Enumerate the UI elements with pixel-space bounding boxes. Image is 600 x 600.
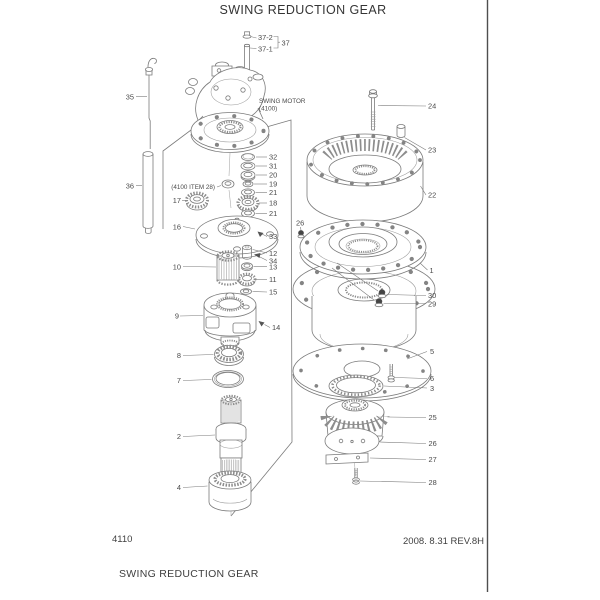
part-12-pin xyxy=(242,244,252,260)
note-swing-motor-1: SWING MOTOR xyxy=(259,98,306,105)
part-30-29-bolts xyxy=(331,262,387,308)
callout-25: 25 xyxy=(429,413,437,422)
part-6-bolt xyxy=(387,364,395,383)
leader-lines xyxy=(136,36,428,488)
part-13-collar xyxy=(241,262,253,272)
callout-30: 30 xyxy=(428,291,436,300)
part-4-hub xyxy=(208,470,252,512)
callout-28: 28 xyxy=(429,478,437,487)
callout-32: 32 xyxy=(269,153,277,162)
callout-23: 23 xyxy=(428,146,436,155)
callout-37-2: 37-2 xyxy=(258,33,273,42)
part-35-hook-rod xyxy=(144,57,157,149)
callout-11: 11 xyxy=(269,275,277,284)
callout-36: 36 xyxy=(126,182,134,191)
part-17-gear xyxy=(185,191,209,211)
part-7-ring xyxy=(212,370,244,388)
callout-21b: 21 xyxy=(269,209,277,218)
callout-35: 35 xyxy=(126,93,134,102)
part-18-gear xyxy=(236,194,260,212)
callout-37: 37 xyxy=(282,39,290,48)
part-28-bolt xyxy=(352,468,360,485)
part-5-plate xyxy=(292,343,432,402)
callout-21a: 21 xyxy=(269,188,277,197)
note-swing-motor-2: (4100) xyxy=(259,106,277,113)
callouts: 37-2 37-1 37 35 36 SWING MOTOR (4100) (4… xyxy=(126,33,437,492)
part-22-ring-gear xyxy=(306,133,424,223)
motor-base-flange xyxy=(190,112,270,153)
part-3-seal-ring xyxy=(328,374,384,398)
part-36-pipe xyxy=(142,151,154,234)
callout-22: 22 xyxy=(428,191,436,200)
callout-13: 13 xyxy=(269,263,277,272)
callout-29: 29 xyxy=(428,300,436,309)
callout-15: 15 xyxy=(269,288,277,297)
note-item28: (4100 ITEM 28) xyxy=(171,184,215,191)
part-16-flange xyxy=(195,215,279,259)
callout-17: 17 xyxy=(173,196,181,205)
callout-18: 18 xyxy=(269,199,277,208)
part-32-ring xyxy=(241,153,255,161)
callout-1: 1 xyxy=(430,266,434,275)
part-11-gear xyxy=(237,272,257,287)
part-20-ring xyxy=(240,170,256,182)
part-26-plate xyxy=(324,427,380,455)
callout-37-1: 37-1 xyxy=(258,45,273,54)
doc-number: 4110 xyxy=(112,534,133,545)
callout-19: 19 xyxy=(269,180,277,189)
callout-14: 14 xyxy=(272,323,280,332)
callout-24: 24 xyxy=(428,102,436,111)
callout-16: 16 xyxy=(173,223,181,232)
part-9-carrier xyxy=(203,292,257,348)
callout-5: 5 xyxy=(430,347,434,356)
callout-27: 27 xyxy=(429,455,437,464)
swing-motor xyxy=(185,61,266,124)
callout-26a: 26 xyxy=(296,219,304,228)
callout-9: 9 xyxy=(175,312,179,321)
callout-6: 6 xyxy=(430,374,434,383)
callout-10: 10 xyxy=(173,263,181,272)
callout-31: 31 xyxy=(269,162,277,171)
page-title: SWING REDUCTION GEAR xyxy=(219,3,387,17)
callout-33: 33 xyxy=(269,232,277,241)
callout-26b: 26 xyxy=(429,439,437,448)
part-item28-ring xyxy=(221,179,235,189)
part-24-bolt xyxy=(368,89,378,131)
part-8-bearing xyxy=(214,344,244,366)
callout-12: 12 xyxy=(269,249,277,258)
part-21-ring-lower xyxy=(241,209,255,218)
part-23-plug xyxy=(396,124,406,138)
callout-20: 20 xyxy=(269,171,277,180)
callout-34: 34 xyxy=(269,257,277,266)
callout-7: 7 xyxy=(177,376,181,385)
part-27-stopper-plate xyxy=(325,452,369,465)
part-10-coupling xyxy=(216,250,240,286)
part-1-case xyxy=(292,219,436,352)
callout-8: 8 xyxy=(177,351,181,360)
part-15-ring xyxy=(240,288,252,295)
callout-2: 2 xyxy=(177,432,181,441)
footer-title: SWING REDUCTION GEAR xyxy=(119,568,259,580)
callout-3: 3 xyxy=(430,384,434,393)
callout-4: 4 xyxy=(177,483,181,492)
part-19-ring xyxy=(242,180,254,188)
revision-text: 2008. 8.31 REV.8H xyxy=(403,536,484,547)
part-31-washer xyxy=(240,161,256,171)
